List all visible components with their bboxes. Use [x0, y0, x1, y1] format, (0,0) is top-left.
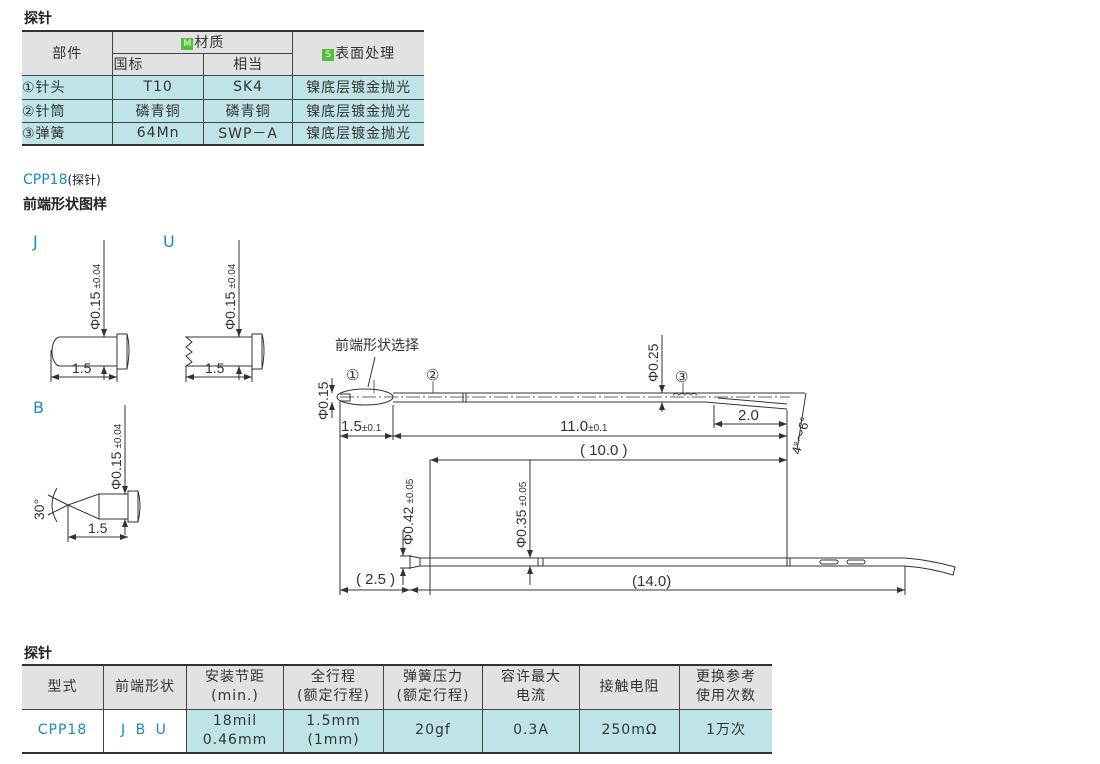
barrel-drawing: Φ0.42±0.05 Φ0.35±0.05 ( 2.5 ) (14.0)	[340, 460, 956, 595]
surface-badge: S	[322, 49, 335, 62]
table-row: ②针筒 磷青铜 磷青铜 镍底层镀金抛光	[22, 98, 424, 123]
header-contact-resistance: 接触电阻	[579, 664, 680, 710]
table-row: ①针头 T10 SK4 镍底层镀金抛光	[22, 74, 424, 100]
tip-diameter-label: Φ0.15	[315, 381, 331, 420]
header-equivalent: 相当	[202, 52, 293, 76]
tip-u-diameter: Φ0.15±0.04	[222, 263, 238, 330]
cell-national: T10	[112, 74, 204, 100]
barrel-length-label: (14.0)	[632, 573, 671, 590]
cell-model: CPP18	[22, 708, 104, 754]
cell-pitch: 18mil 0.46mm	[186, 708, 284, 754]
header-part: 部件	[22, 30, 114, 76]
tip-length-label: 1.5±0.1	[341, 418, 382, 435]
cell-surface: 镍底层镀金抛光	[292, 121, 424, 146]
callout-3: ③	[675, 369, 688, 386]
header-max-current: 容许最大 电流	[482, 664, 580, 710]
tip-select-label: 前端形状选择	[335, 337, 419, 353]
header-spring-force: 弹簧压力 (额定行程)	[383, 664, 483, 710]
inner-diameter-label: Φ0.35±0.05	[513, 481, 529, 548]
ref-length-label: ( 10.0 )	[580, 442, 628, 459]
tip-j-diameter: Φ0.15±0.04	[87, 263, 103, 330]
tip-b-length: 1.5	[88, 520, 108, 536]
cell-national: 磷青铜	[112, 98, 204, 123]
cell-contact-resistance: 250mΩ	[579, 708, 680, 754]
cell-tip-shape: J B U	[103, 708, 187, 754]
cell-part: ②针筒	[22, 98, 114, 123]
spec-title: 探针	[24, 646, 52, 662]
materials-title: 探针	[24, 11, 52, 27]
product-model: CPP18	[23, 172, 68, 188]
cell-max-current: 0.3A	[482, 708, 580, 754]
material-badge: M	[181, 38, 194, 51]
tip-u-length: 1.5	[205, 360, 225, 376]
cell-national: 64Mn	[112, 121, 204, 146]
spring-diameter-label: Φ0.25	[645, 343, 661, 382]
product-heading: CPP18(探针)	[23, 171, 101, 188]
cell-equivalent: SWP－A	[202, 121, 294, 146]
tip-b-diameter: Φ0.15±0.04	[108, 423, 124, 490]
table-row: ③弹簧 64Mn SWP－A 镍底层镀金抛光	[22, 121, 424, 146]
header-stroke: 全行程 (额定行程)	[283, 664, 384, 710]
bend-angle-label: 4°～6°	[788, 415, 812, 455]
spec-table: 型式 前端形状 安装节距 (min.) 全行程 (额定行程) 弹簧压力 (额定行…	[22, 664, 772, 754]
header-material-label: 材质	[194, 35, 225, 52]
head-length-label: ( 2.5 )	[356, 571, 395, 588]
cell-spring-force: 20gf	[383, 708, 483, 754]
callout-1: ①	[346, 367, 359, 384]
tip-u-drawing: 1.5 Φ0.15±0.04	[184, 240, 265, 382]
cell-equivalent: 磷青铜	[202, 98, 294, 123]
tip-j-drawing: 1.5 Φ0.15±0.04	[50, 240, 130, 382]
tip-j-length: 1.5	[72, 360, 92, 376]
header-surface-label: 表面处理	[335, 46, 396, 63]
header-model: 型式	[22, 664, 104, 710]
tip-shapes-title: 前端形状图样	[23, 197, 107, 213]
product-model-note: (探针)	[67, 173, 101, 187]
header-life-cycles: 更换参考 使用次数	[679, 664, 772, 710]
tip-label-b: B	[33, 398, 44, 417]
header-pitch: 安装节距 (min.)	[186, 664, 284, 710]
header-national: 国标	[112, 52, 204, 76]
tip-label-j: J	[33, 232, 38, 251]
probe-assembly-drawing: 前端形状选择 ① ② ③ Φ0.15 Φ0.25 2.0 1.5±0.1 11.…	[315, 335, 813, 595]
cell-stroke: 1.5mm (1mm)	[283, 708, 384, 754]
bend-length-label: 2.0	[738, 407, 759, 424]
tip-b-drawing: 1.5 30° Φ0.15±0.04	[31, 405, 141, 542]
cell-life-cycles: 1万次	[679, 708, 772, 754]
header-tip-shape: 前端形状	[103, 664, 187, 710]
barrel-diameter-label: Φ0.42±0.05	[400, 478, 416, 545]
tip-label-u: U	[163, 232, 175, 251]
callout-2: ②	[426, 367, 439, 384]
cell-part: ③弹簧	[22, 121, 114, 146]
table-row: CPP18 J B U 18mil 0.46mm 1.5mm (1mm) 20g…	[22, 708, 772, 754]
tip-b-angle: 30°	[31, 499, 47, 520]
total-length-label: 11.0±0.1	[560, 418, 608, 435]
